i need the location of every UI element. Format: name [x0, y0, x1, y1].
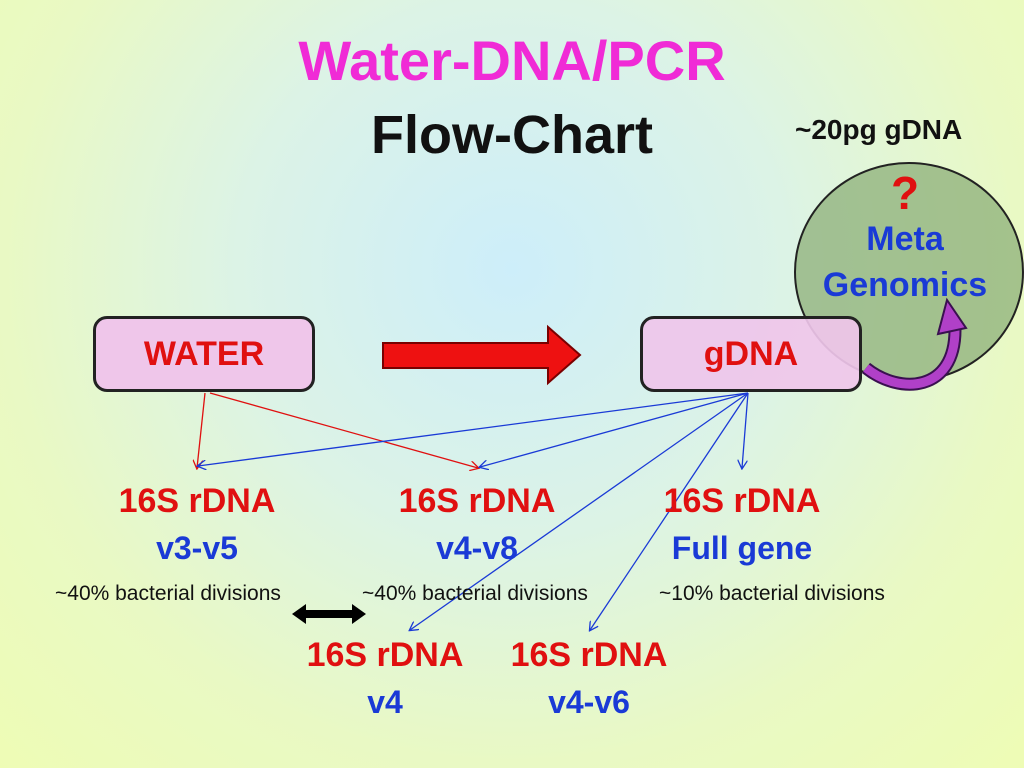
curved-arrow-head — [936, 297, 968, 336]
target-v4v8-name: 16S rDNA — [398, 482, 556, 520]
gdna-node: gDNA — [640, 316, 862, 392]
target-v4v8-region: v4-v8 — [436, 530, 518, 566]
water-node: WATER — [93, 316, 315, 392]
arrow-water-to-v4v8 — [209, 392, 478, 468]
title-line1: Water-DNA/PCR — [298, 29, 726, 92]
target-full-region: Full gene — [671, 530, 813, 566]
metagenomics-label-line1: Meta — [866, 220, 944, 258]
arrow-gdna-to-v4 — [410, 392, 749, 630]
target-v3v5-name: 16S rDNA — [118, 482, 276, 520]
arrow-gdna-to-v3v5 — [198, 392, 749, 466]
title-line2: Flow-Chart — [371, 105, 653, 165]
target-full-name: 16S rDNA — [663, 482, 821, 520]
coverage-v3v5: ~40% bacterial divisions — [55, 582, 281, 605]
question-mark: ? — [890, 167, 920, 219]
coverage-full: ~10% bacterial divisions — [659, 582, 885, 605]
metagenomics-label-line2: Genomics — [822, 266, 988, 304]
arrow-gdna-to-v4v8 — [480, 392, 749, 467]
gdna-amount-label: ~20pg gDNA — [795, 114, 963, 145]
arrow-gdna-to-full — [742, 392, 749, 468]
arrow-gdna-to-v4v6 — [590, 392, 749, 630]
coverage-v4v8: ~40% bacterial divisions — [362, 582, 588, 605]
target-v4v6-region: v4-v6 — [548, 684, 630, 720]
metagenomics-label: Meta Genomics — [800, 216, 1010, 308]
main-flow-arrow — [382, 324, 582, 386]
double-arrow — [292, 604, 366, 624]
target-v3v5-region: v3-v5 — [156, 530, 238, 566]
target-v4-name: 16S rDNA — [306, 636, 464, 674]
target-v4v6-name: 16S rDNA — [510, 636, 668, 674]
arrow-water-to-v3v5 — [197, 392, 206, 468]
target-v4-region: v4 — [367, 684, 403, 720]
